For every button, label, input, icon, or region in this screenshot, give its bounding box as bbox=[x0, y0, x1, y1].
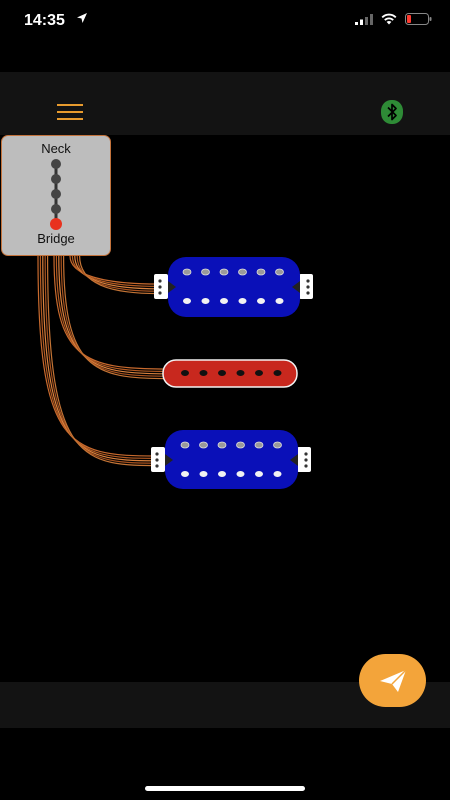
hamburger-menu-icon[interactable] bbox=[57, 104, 83, 120]
switch-position-5[interactable] bbox=[50, 218, 62, 230]
pole-piece bbox=[201, 268, 210, 276]
bluetooth-icon[interactable] bbox=[381, 100, 403, 124]
home-indicator bbox=[145, 786, 305, 791]
pole-piece bbox=[180, 441, 190, 449]
switch-position-2[interactable] bbox=[51, 174, 61, 184]
pole-piece bbox=[273, 441, 282, 449]
pole-piece bbox=[236, 471, 245, 477]
switch-position-4[interactable] bbox=[51, 204, 61, 214]
pole-piece bbox=[181, 471, 189, 477]
send-icon bbox=[379, 668, 407, 692]
pole-piece bbox=[199, 441, 208, 449]
pole-piece bbox=[256, 268, 266, 276]
pole-piece bbox=[201, 298, 210, 304]
pole-piece bbox=[257, 298, 265, 304]
pole-piece bbox=[255, 370, 263, 376]
wire-bundle-bridge bbox=[37, 255, 156, 467]
pole-piece bbox=[275, 298, 284, 304]
pole-piece bbox=[238, 298, 247, 304]
app-bar bbox=[0, 72, 450, 135]
pole-piece bbox=[199, 370, 208, 376]
switch-label-neck: Neck bbox=[41, 141, 71, 156]
pole-piece bbox=[236, 441, 245, 449]
bridge-humbucker-pickup[interactable] bbox=[151, 430, 311, 489]
pole-piece bbox=[254, 441, 264, 449]
pole-piece bbox=[182, 268, 192, 276]
pole-piece bbox=[183, 298, 191, 304]
pole-piece bbox=[220, 298, 228, 304]
location-arrow-icon bbox=[77, 13, 87, 23]
pole-piece bbox=[238, 268, 247, 276]
pole-piece bbox=[219, 268, 229, 276]
switch-positions[interactable] bbox=[46, 158, 66, 232]
pole-piece bbox=[218, 471, 226, 477]
pole-piece bbox=[255, 471, 263, 477]
status-bar: 14:35 bbox=[0, 0, 450, 44]
send-button[interactable] bbox=[359, 654, 426, 707]
switch-label-bridge: Bridge bbox=[37, 231, 75, 246]
pole-piece bbox=[275, 268, 284, 276]
pole-piece bbox=[236, 370, 245, 376]
pole-piece bbox=[273, 471, 282, 477]
pole-piece bbox=[217, 441, 227, 449]
pole-piece bbox=[218, 370, 226, 376]
wire-bundle-middle bbox=[53, 255, 167, 380]
pickup-selector-switch[interactable]: Neck Bridge bbox=[1, 135, 111, 256]
pole-piece bbox=[181, 370, 189, 376]
switch-position-1[interactable] bbox=[51, 159, 61, 169]
wifi-icon bbox=[381, 13, 397, 25]
middle-single-coil-pickup[interactable] bbox=[162, 359, 298, 388]
switch-position-3[interactable] bbox=[51, 189, 61, 199]
cellular-signal-icon bbox=[355, 13, 373, 25]
neck-humbucker-pickup[interactable] bbox=[154, 257, 313, 317]
status-time: 14:35 bbox=[24, 12, 65, 29]
pole-piece bbox=[273, 370, 282, 376]
battery-low-icon bbox=[405, 13, 432, 25]
pole-piece bbox=[199, 471, 208, 477]
wire-bundle-neck bbox=[69, 255, 159, 295]
